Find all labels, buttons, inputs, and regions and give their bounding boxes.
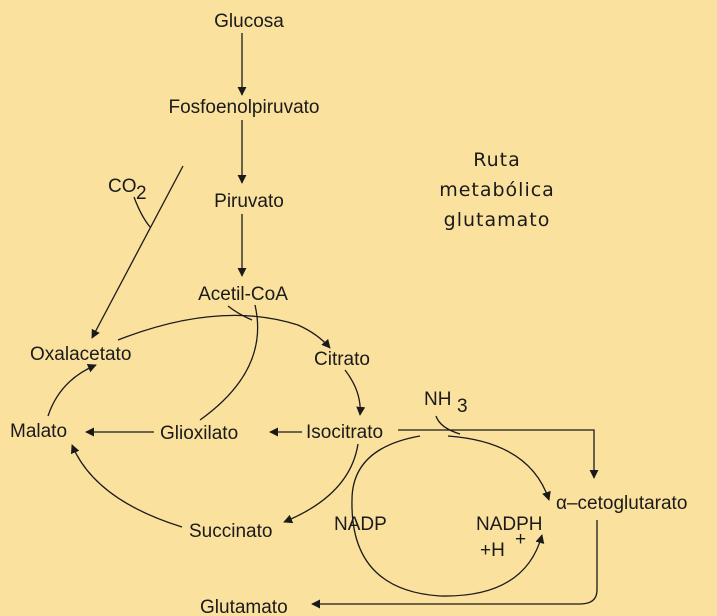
- title-line-2: metabólica: [439, 179, 555, 201]
- arrow-co2-oxalacetato: [91, 165, 184, 339]
- node-isocitrato: Isocitrato: [306, 422, 383, 443]
- svg-text:+: +: [515, 529, 526, 550]
- svg-text:2: 2: [136, 183, 147, 204]
- arrow-cetoglutarato-glutamato: [311, 520, 598, 609]
- node-fosfoenolpiruvato: Fosfoenolpiruvato: [168, 97, 319, 118]
- node-co2: CO 2: [108, 176, 147, 204]
- arrow-malato-oxalacetato: [47, 363, 97, 417]
- svg-text:CO: CO: [108, 176, 137, 197]
- arrow-isocitrato-cetoglutarato-nadp-loop: [351, 435, 545, 597]
- arrow-isocitrato-succinato: [283, 443, 359, 524]
- acetil-coa-glioxilato-curve: [199, 304, 259, 421]
- node-succinato: Succinato: [189, 521, 272, 542]
- node-glioxilato: Glioxilato: [160, 423, 238, 444]
- node-glutamato: Glutamato: [200, 597, 288, 616]
- node-piruvato: Piruvato: [214, 191, 284, 212]
- node-nadph: NADPH: [476, 514, 543, 535]
- co2-incorporation-curve: [133, 196, 151, 228]
- arrow-succinato-malato: [70, 444, 183, 528]
- node-nh3: NH 3: [424, 389, 468, 417]
- node-nadp: NADP: [334, 514, 387, 535]
- arrow-isocitrato-cetoglutarato: [398, 429, 599, 479]
- node-h-plus: +H +: [480, 529, 526, 561]
- svg-text:NH: NH: [424, 389, 451, 410]
- svg-text:3: 3: [457, 396, 468, 417]
- node-malato: Malato: [10, 421, 67, 442]
- node-glucosa: Glucosa: [214, 11, 284, 32]
- node-acetil-coa: Acetil-CoA: [198, 284, 288, 305]
- acetil-coa-join-curve: [227, 305, 253, 321]
- title-line-3: glutamato: [444, 209, 551, 231]
- svg-text:+H: +H: [480, 540, 505, 561]
- title-line-1: Ruta: [473, 149, 520, 171]
- nh3-incorporation-curve: [435, 415, 461, 435]
- arrow-nadp-loop-to-cetoglutarato: [447, 435, 551, 501]
- node-oxalacetato: Oxalacetato: [30, 344, 131, 365]
- node-cetoglutarato: α–cetoglutarato: [556, 493, 687, 514]
- arrow-citrato-isocitrato: [344, 369, 366, 416]
- arrow-oxalacetato-citrato: [117, 314, 331, 349]
- node-citrato: Citrato: [314, 349, 370, 370]
